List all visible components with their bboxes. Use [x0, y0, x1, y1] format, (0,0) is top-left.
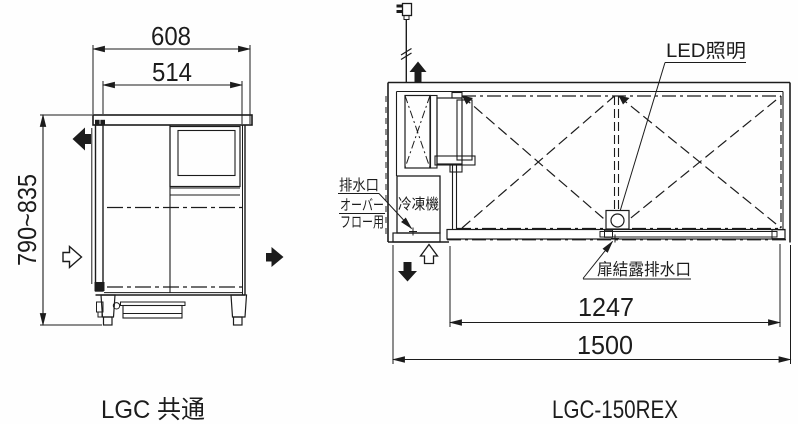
- cord-break-mark: [400, 52, 412, 61]
- door-hinge-mark: [100, 119, 105, 125]
- vent-grille: [404, 94, 431, 169]
- door-drain-label: 扉結露排水口: [597, 260, 691, 279]
- drain-pan: [122, 304, 183, 319]
- dim-height: 790~835: [12, 113, 102, 327]
- door-drain-fitting: [604, 229, 613, 238]
- dim-height-value: 790~835: [12, 174, 42, 266]
- door-drain-callout: 扉結露排水口: [582, 234, 691, 280]
- right-foot: [232, 316, 243, 326]
- interior-area: [457, 95, 782, 230]
- overflow-drain-callout: 排水口 オーバー フロー用: [338, 177, 417, 236]
- side-view-drawing: 608 514 790~835: [12, 21, 284, 424]
- cord-break-mark: [400, 47, 412, 56]
- base-ledge: [392, 232, 441, 243]
- machine-compartment: [169, 125, 241, 188]
- intake-up-arrow-icon: [419, 243, 439, 265]
- dim-interior-width: 1247: [448, 244, 782, 327]
- door-bottom-block: [94, 282, 105, 291]
- dim-interior-width-value: 1247: [578, 292, 634, 322]
- left-foot: [102, 316, 113, 326]
- airflow-inlet-arrow-icon: [62, 244, 83, 270]
- led-light-marker: LED照明: [605, 41, 746, 230]
- airflow-outlet-arrow-icon: [266, 247, 284, 267]
- dim-overall-width: 1500: [391, 245, 792, 364]
- top-view-drawing: 冷凍機 LED照明: [338, 2, 792, 424]
- left-leg: [100, 294, 116, 318]
- dim-inner-width-value: 514: [152, 57, 192, 87]
- right-view-caption: LGC-150REX: [552, 396, 678, 424]
- dim-outer-width: 608: [91, 21, 252, 124]
- cabinet-base: [96, 294, 248, 326]
- airflow-left-arrow-icon: [72, 127, 91, 151]
- exhaust-up-arrow-icon: [409, 61, 427, 83]
- casing-outline: [385, 81, 791, 243]
- front-rail: [446, 228, 786, 240]
- rail-end-cap: [771, 229, 786, 240]
- dim-inner-width: 514: [101, 57, 244, 124]
- door-panel: [94, 124, 104, 292]
- drain-label-line1: 排水口: [339, 177, 379, 194]
- door-travel-arrowhead: [462, 95, 473, 105]
- drain-down-arrow-icon: [398, 262, 417, 282]
- door-hinge-mark: [95, 119, 100, 125]
- led-label: LED照明: [666, 41, 746, 62]
- refrigeration-unit-label: 冷凍機: [398, 196, 439, 213]
- drain-label-line2: オーバー: [340, 197, 384, 214]
- left-view-caption: LGC 共通: [101, 396, 205, 424]
- power-plug-icon: [396, 2, 413, 82]
- door-travel-arrowhead: [618, 95, 630, 105]
- dim-outer-width-value: 608: [151, 21, 191, 51]
- drain-outlet-circle: [112, 302, 121, 310]
- drain-label-line3: フロー用: [340, 214, 384, 231]
- dim-overall-width-value: 1500: [577, 330, 633, 360]
- refrigeration-unit-box: 冷凍機: [392, 175, 441, 243]
- right-leg: [230, 294, 248, 318]
- cabinet-outline: [91, 114, 253, 296]
